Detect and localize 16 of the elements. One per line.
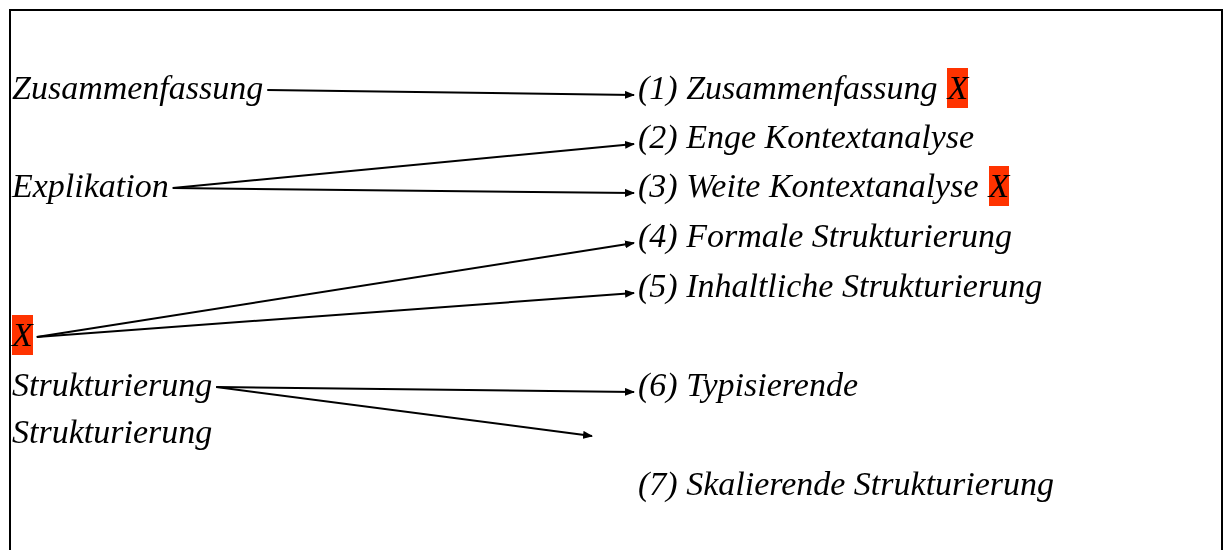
item-label: (4) Formale Strukturierung bbox=[638, 216, 1012, 256]
arrow bbox=[171, 187, 635, 197]
item-label: Explikation bbox=[12, 166, 169, 206]
item-label: Strukturierung bbox=[12, 412, 213, 452]
arrow bbox=[266, 89, 635, 99]
item-label: (2) Enge Kontextanalyse bbox=[638, 117, 975, 157]
arrow bbox=[35, 289, 635, 338]
item-label: (6) Typisierende bbox=[638, 365, 858, 405]
item-label: (5) Inhaltliche Strukturierung bbox=[638, 266, 1043, 306]
item-label: (7) Skalierende Strukturierung bbox=[638, 464, 1055, 504]
item-label: Zusammenfassung bbox=[12, 68, 264, 108]
item-label: (1) Zusammenfassung bbox=[638, 68, 938, 108]
item-label: Strukturierung bbox=[12, 365, 213, 405]
highlighted-mark: X bbox=[12, 315, 33, 355]
item-label: (3) Weite Kontextanalyse bbox=[638, 166, 979, 206]
arrow bbox=[215, 386, 593, 439]
